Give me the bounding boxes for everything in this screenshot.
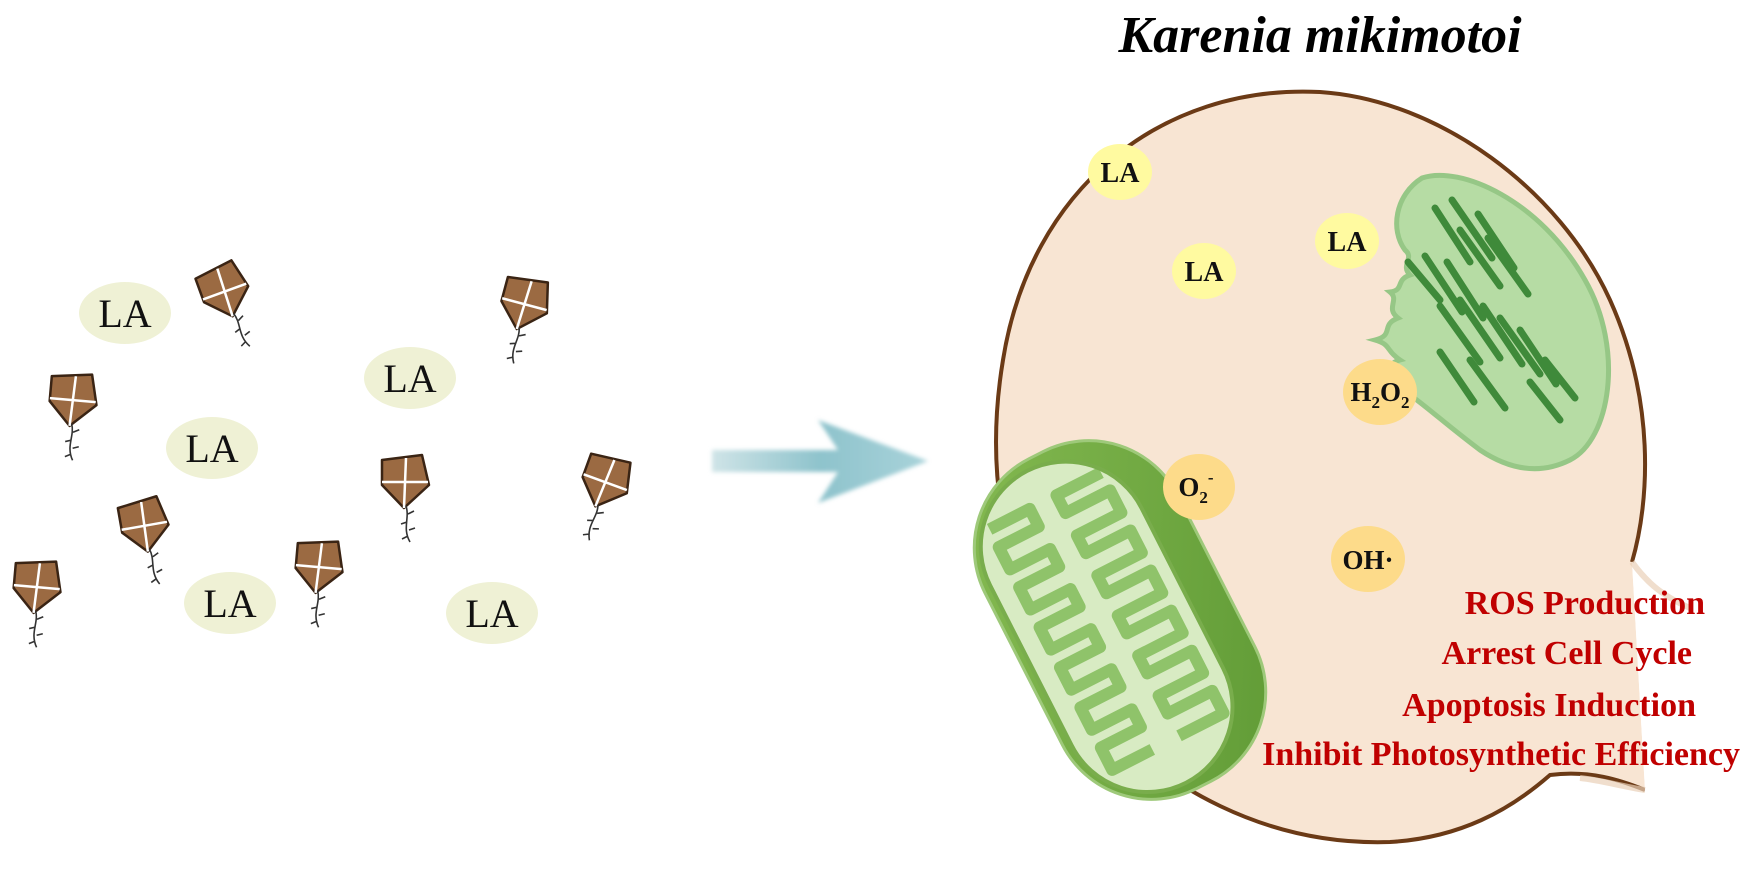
thylakoid-stripe <box>1526 378 1564 424</box>
la-inside-label: LA <box>1185 257 1225 288</box>
outside-la-group: LA LA LA LA LA <box>79 282 538 644</box>
dinoflagellate-cell <box>581 452 632 541</box>
la-label: LA <box>98 291 151 336</box>
effect-item: ROS Production <box>1465 585 1705 622</box>
la-molecule-inside: LA <box>1088 144 1152 200</box>
thylakoid-stripe <box>1431 204 1474 266</box>
effect-item: Arrest Cell Cycle <box>1442 635 1692 672</box>
effects-list: ROS Production Arrest Cell Cycle Apoptos… <box>1262 585 1740 773</box>
thylakoid-stripe <box>1484 234 1532 298</box>
la-molecule-outside: LA <box>364 347 456 409</box>
species-title: Karenia mikimotoi <box>1117 7 1522 64</box>
thylakoid-stripe <box>1474 210 1518 272</box>
la-molecule-outside: LA <box>166 417 258 479</box>
thylakoid-stripe <box>1448 196 1496 262</box>
la-label: LA <box>383 356 436 401</box>
chloroplast <box>1365 172 1612 472</box>
dinoflagellate-cell <box>500 275 550 364</box>
h2o2-label: H2O2 <box>1350 377 1409 412</box>
thylakoid-stripe <box>1479 302 1526 368</box>
dinoflagellate-cell <box>294 540 344 628</box>
dinoflagellate-cell <box>116 495 170 585</box>
thylakoid-stripe <box>1436 302 1484 366</box>
algal-cells-group <box>12 259 632 648</box>
la-molecule-inside: LA <box>1172 243 1236 299</box>
process-arrow <box>712 420 928 503</box>
la-inside-label: LA <box>1101 158 1141 189</box>
la-label: LA <box>185 426 238 471</box>
h2o2-molecule: H2O2 <box>1343 359 1417 425</box>
mitochondrion <box>972 439 1268 801</box>
thylakoid-stripes <box>1404 196 1579 424</box>
dinoflagellate-cell <box>380 453 431 543</box>
thylakoid-stripe <box>1436 348 1478 406</box>
hydroxyl-molecule: OH· <box>1331 526 1405 592</box>
thylakoid-stripe <box>1496 314 1544 378</box>
thylakoid-stripe <box>1456 296 1504 362</box>
la-label: LA <box>203 581 256 626</box>
la-inside-label: LA <box>1328 227 1368 258</box>
thylakoid-stripe <box>1456 226 1504 290</box>
superoxide-molecule: O2- <box>1163 454 1235 520</box>
effect-item: Inhibit Photosynthetic Efficiency <box>1262 736 1740 773</box>
thylakoid-stripe <box>1466 356 1509 412</box>
dinoflagellate-cell <box>48 373 98 461</box>
dinoflagellate-cell <box>12 560 62 648</box>
la-molecule-outside: LA <box>184 572 276 634</box>
thylakoid-stripe <box>1443 258 1487 322</box>
hydroxyl-label: OH· <box>1342 545 1393 575</box>
la-molecule-outside: LA <box>79 282 171 344</box>
thylakoid-stripe <box>1541 356 1579 402</box>
effect-item: Apoptosis Induction <box>1402 687 1696 724</box>
thylakoid-stripe <box>1421 252 1466 316</box>
superoxide-label: O2- <box>1178 468 1214 507</box>
la-molecule-inside: LA <box>1315 213 1379 269</box>
dinoflagellate-cell <box>194 259 251 347</box>
la-label: LA <box>465 591 518 636</box>
thylakoid-stripe <box>1516 326 1560 388</box>
thylakoid-stripe <box>1404 258 1444 304</box>
la-molecule-outside: LA <box>446 582 538 644</box>
